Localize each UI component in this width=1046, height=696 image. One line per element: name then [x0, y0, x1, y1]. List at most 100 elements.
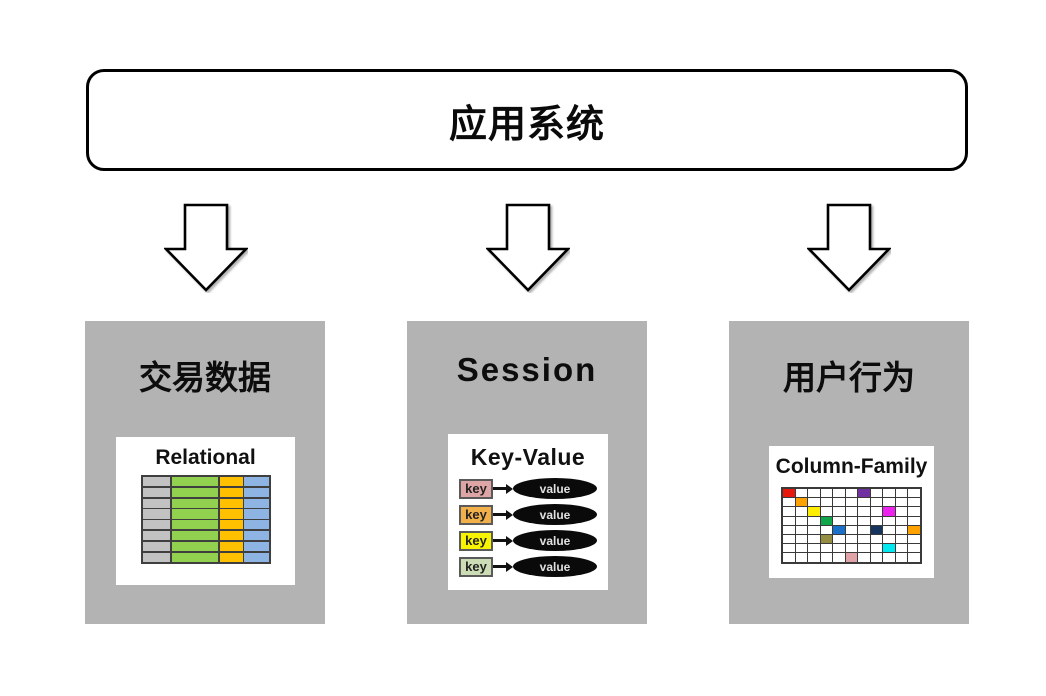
key-box: key	[459, 478, 493, 499]
arrow-head-icon	[506, 483, 513, 494]
grid-cell	[870, 507, 883, 516]
table-cell	[219, 552, 243, 562]
grid-cell	[858, 498, 870, 507]
grid-cell	[820, 534, 833, 544]
grid-cell	[820, 507, 833, 516]
table-cell	[219, 487, 243, 498]
grid-cell	[908, 525, 920, 534]
grid-cell	[808, 525, 820, 534]
grid-cell	[808, 534, 820, 544]
grid-cell	[858, 553, 870, 562]
branch-title: 用户行为	[783, 359, 915, 396]
down-arrow-icon	[486, 203, 570, 292]
grid-cell	[870, 489, 883, 498]
table-cell	[171, 498, 219, 508]
grid-cell	[858, 516, 870, 525]
card-title: Column-Family	[775, 455, 928, 478]
grid-cell	[845, 534, 858, 544]
table-cell	[142, 530, 171, 541]
table-cell	[244, 477, 269, 487]
branch-title: 交易数据	[139, 359, 271, 396]
grid-cell	[895, 507, 908, 516]
card-title: Relational	[155, 446, 256, 469]
grid-cell	[870, 516, 883, 525]
grid-cell	[895, 544, 908, 553]
grid-cell	[845, 553, 858, 562]
arrow-line	[493, 513, 506, 516]
grid-cell	[858, 525, 870, 534]
grid-cell	[908, 516, 920, 525]
grid-cell	[795, 516, 808, 525]
grid-cell	[895, 553, 908, 562]
table-cell	[142, 509, 171, 519]
table-cell	[219, 509, 243, 519]
table-cell	[244, 509, 269, 519]
grid-cell	[908, 553, 920, 562]
table-cell	[142, 520, 171, 530]
grid-cell	[883, 534, 895, 544]
grid-cell	[895, 498, 908, 507]
grid-cell	[820, 498, 833, 507]
key-box: key	[459, 556, 493, 577]
grid-cell	[870, 534, 883, 544]
table-cell	[244, 552, 269, 562]
grid-cell	[908, 544, 920, 553]
grid-cell	[883, 553, 895, 562]
branch-title: Session	[456, 351, 598, 388]
table-cell	[171, 552, 219, 562]
grid-cell	[808, 489, 820, 498]
table-cell	[171, 487, 219, 498]
arrow-line	[493, 539, 506, 542]
grid-cell	[783, 544, 795, 553]
grid-cell	[883, 489, 895, 498]
branch-transaction-data: 交易数据 Relational	[85, 321, 325, 624]
grid-cell	[783, 498, 795, 507]
table-cell	[171, 520, 219, 530]
grid-cell	[795, 489, 808, 498]
grid-cell	[870, 498, 883, 507]
grid-cell	[833, 534, 845, 544]
grid-cell	[808, 516, 820, 525]
grid-cell	[833, 516, 845, 525]
grid-cell	[808, 553, 820, 562]
grid-cell	[783, 507, 795, 516]
grid-cell	[820, 525, 833, 534]
grid-cell	[833, 525, 845, 534]
grid-cell	[895, 516, 908, 525]
table-cell	[142, 498, 171, 508]
value-ellipse: value	[513, 504, 597, 525]
table-cell	[142, 477, 171, 487]
table-cell	[244, 487, 269, 498]
grid-cell	[870, 553, 883, 562]
grid-cell	[833, 498, 845, 507]
grid-cell	[858, 489, 870, 498]
table-cell	[171, 530, 219, 541]
relational-card: Relational	[116, 437, 295, 585]
grid-cell	[808, 498, 820, 507]
root-node-label: 应用系统	[448, 103, 605, 146]
arrow-line	[493, 565, 506, 568]
grid-cell	[845, 507, 858, 516]
table-cell	[219, 498, 243, 508]
table-cell	[142, 552, 171, 562]
down-arrow-icon	[807, 203, 891, 292]
value-ellipse: value	[513, 530, 597, 551]
grid-cell	[858, 544, 870, 553]
grid-cell	[795, 507, 808, 516]
table-cell	[219, 541, 243, 552]
grid-cell	[845, 516, 858, 525]
grid-cell	[883, 516, 895, 525]
arrow-head-icon	[506, 561, 513, 572]
grid-cell	[833, 544, 845, 553]
grid-cell	[833, 489, 845, 498]
grid-cell	[845, 498, 858, 507]
grid-cell	[845, 544, 858, 553]
grid-cell	[795, 544, 808, 553]
grid-cell	[908, 534, 920, 544]
